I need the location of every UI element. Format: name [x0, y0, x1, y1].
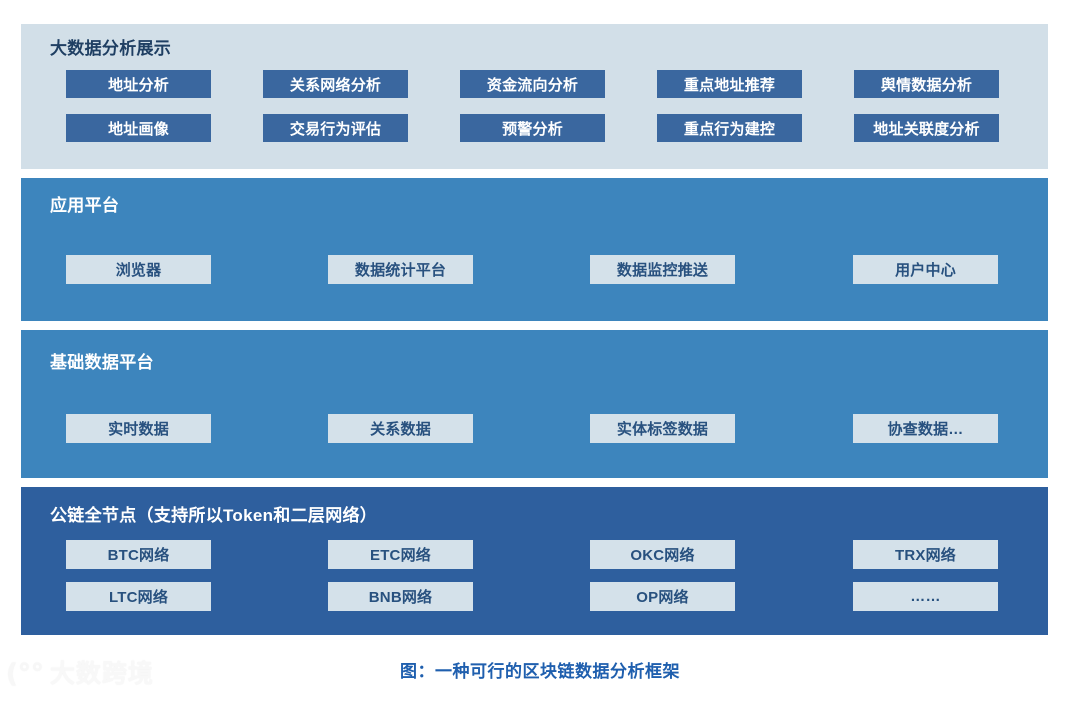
chip-analytics-5[interactable]: 地址画像	[66, 114, 211, 142]
chip-analytics-8[interactable]: 重点行为建控	[657, 114, 802, 142]
chip-analytics-6[interactable]: 交易行为评估	[263, 114, 408, 142]
chip-analytics-0[interactable]: 地址分析	[66, 70, 211, 98]
chip-public-chain-nodes-3[interactable]: TRX网络	[853, 540, 998, 569]
chip-analytics-9[interactable]: 地址关联度分析	[854, 114, 999, 142]
layer-title-analytics: 大数据分析展示	[50, 39, 172, 58]
chip-analytics-1[interactable]: 关系网络分析	[263, 70, 408, 98]
chip-public-chain-nodes-5[interactable]: BNB网络	[328, 582, 473, 611]
layer-band-analytics: 大数据分析展示地址分析 关系网络分析 资金流向分析 重点地址推荐 舆情数据分析地址画像 交…	[21, 24, 1048, 169]
layer-band-public-chain-nodes: 公链全节点（支持所以Token和二层网络） BTC网络 ETC网络 OKC网络 TRX网…	[21, 487, 1048, 635]
chip-base-data-platform-2[interactable]: 实体标签数据	[590, 414, 735, 443]
chip-public-chain-nodes-1[interactable]: ETC网络	[328, 540, 473, 569]
chip-analytics-7[interactable]: 预警分析	[460, 114, 605, 142]
chip-public-chain-nodes-0[interactable]: BTC网络	[66, 540, 211, 569]
chip-analytics-3[interactable]: 重点地址推荐	[657, 70, 802, 98]
chip-base-data-platform-0[interactable]: 实时数据	[66, 414, 211, 443]
layer-title-public-chain-nodes: 公链全节点（支持所以Token和二层网络）	[50, 506, 378, 525]
chip-analytics-2[interactable]: 资金流向分析	[460, 70, 605, 98]
chip-public-chain-nodes-2[interactable]: OKC网络	[590, 540, 735, 569]
chip-app-platform-1[interactable]: 数据统计平台	[328, 255, 473, 284]
chip-base-data-platform-1[interactable]: 关系数据	[328, 414, 473, 443]
chip-public-chain-nodes-4[interactable]: LTC网络	[66, 582, 211, 611]
chip-base-data-platform-3[interactable]: 协查数据…	[853, 414, 998, 443]
chip-app-platform-3[interactable]: 用户中心	[853, 255, 998, 284]
figure-caption: 图：一种可行的区块链数据分析框架	[400, 662, 680, 681]
chip-public-chain-nodes-6[interactable]: OP网络	[590, 582, 735, 611]
layer-title-app-platform: 应用平台	[50, 196, 120, 215]
layer-title-base-data-platform: 基础数据平台	[50, 353, 154, 372]
layer-band-base-data-platform: 基础数据平台实时数据 关系数据 实体标签数据 协查数据…	[21, 330, 1048, 478]
chip-analytics-4[interactable]: 舆情数据分析	[854, 70, 999, 98]
chip-public-chain-nodes-7[interactable]: ……	[853, 582, 998, 611]
layer-band-app-platform: 应用平台浏览器 数据统计平台 数据监控推送 用户中心	[21, 178, 1048, 321]
chip-app-platform-2[interactable]: 数据监控推送	[590, 255, 735, 284]
chip-app-platform-0[interactable]: 浏览器	[66, 255, 211, 284]
